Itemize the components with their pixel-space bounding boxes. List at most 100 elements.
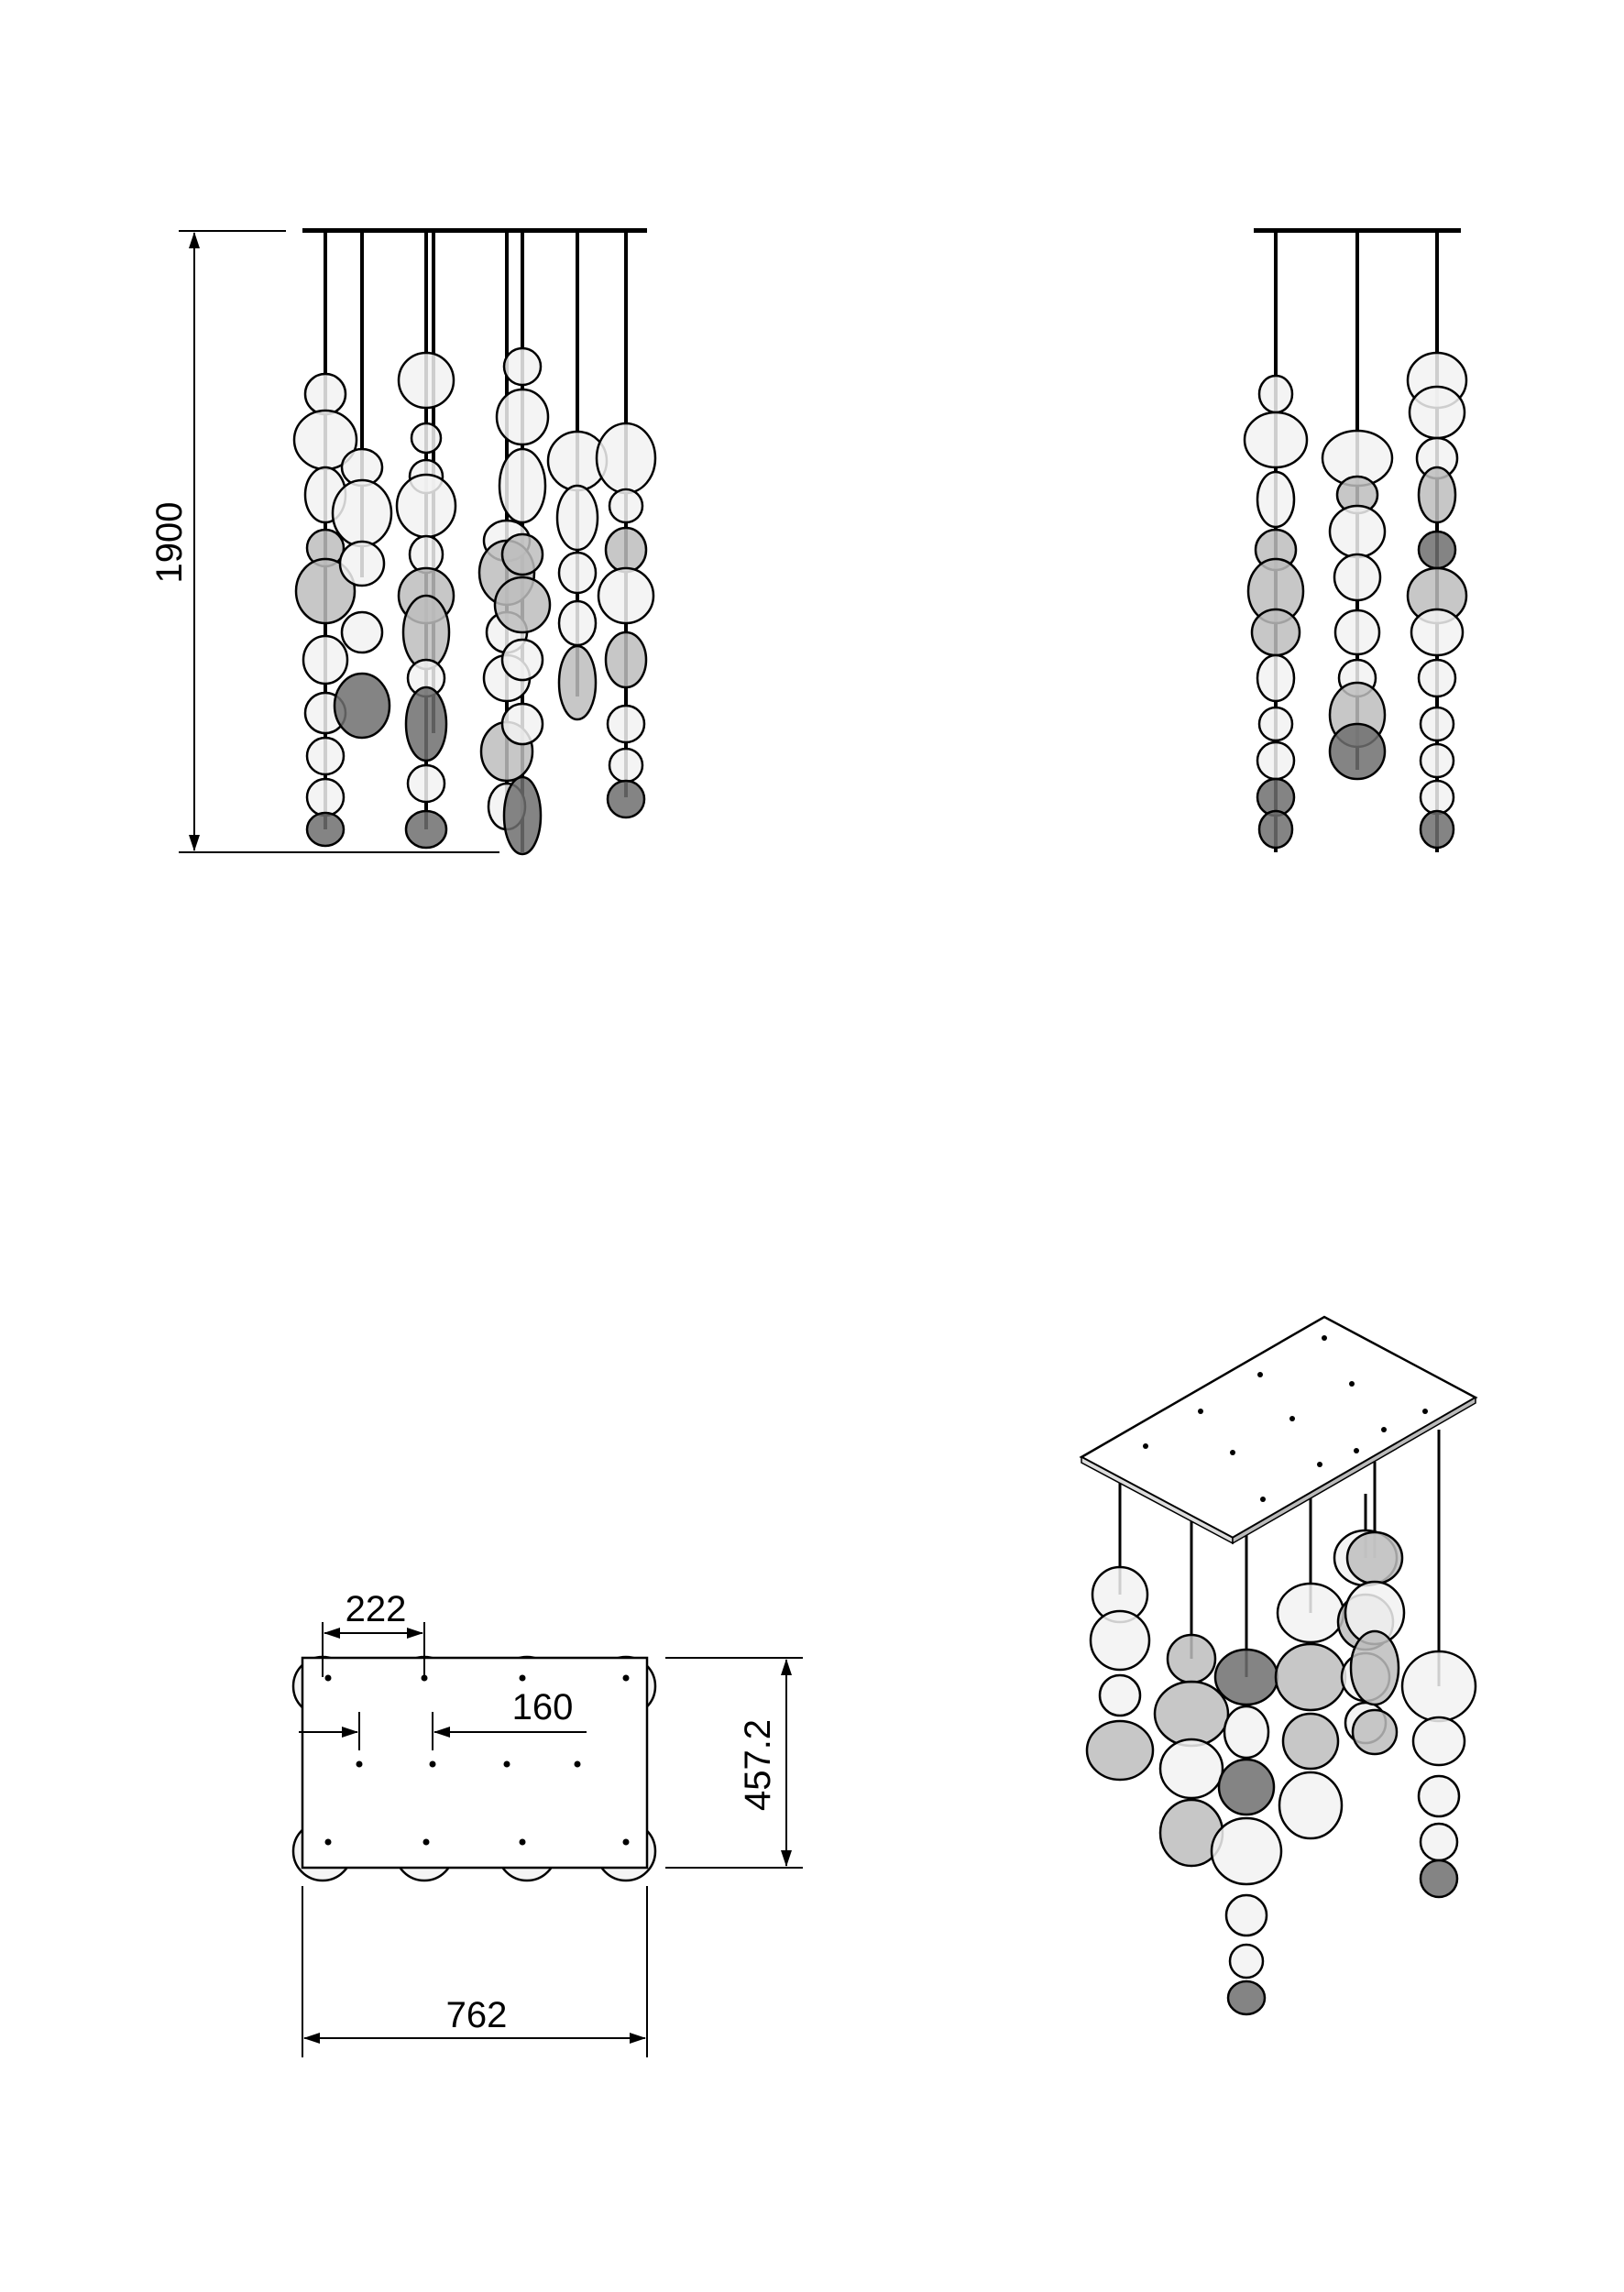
front-glass-bead [340,610,384,654]
offset-dimension: 160 [299,1687,587,1750]
iso-glass-bead [1158,1738,1224,1800]
front-glass-bead [608,747,644,784]
front-glass-bead [404,809,448,850]
side-elevation-view [1243,228,1468,852]
height-dimension-label: 1900 [149,502,190,584]
plan-canopy-outline [301,1656,649,1870]
side-glass-bead [1250,608,1301,657]
iso-glass-bead [1276,1582,1345,1644]
iso-glass-bead [1345,1530,1404,1585]
side-glass-bead [1419,809,1455,850]
iso-glass-bead [1278,1771,1344,1840]
iso-canopy-plate [1079,1315,1478,1540]
iso-canopy-hole [1381,1427,1387,1432]
iso-glass-bead [1400,1650,1477,1723]
iso-glass-beads [1085,1529,1477,2016]
pitch-dimension-label: 222 [346,1589,407,1629]
offset-dimension-label: 160 [512,1687,574,1727]
side-glass-bead [1328,722,1387,781]
isometric-view [1079,1315,1478,2016]
side-glass-bead [1257,706,1294,742]
iso-glass-bead [1417,1774,1461,1818]
depth-dimension-label: 457.2 [738,1719,778,1811]
front-glass-bead [305,777,346,817]
plan-cable-hole [519,1674,526,1682]
plan-cable-hole [421,1674,428,1682]
iso-glass-bead [1281,1712,1340,1771]
iso-glass-bead [1224,1893,1268,1937]
iso-canopy-hole [1354,1448,1359,1453]
plan-cable-hole [324,1674,332,1682]
front-glass-bead [557,644,598,721]
side-glass-bead [1257,374,1294,414]
side-glass-bead [1417,530,1457,570]
front-glass-bead [502,346,543,387]
front-glass-bead [406,763,446,804]
front-glass-bead [606,704,646,744]
front-glass-bead [500,702,544,746]
front-glass-beads [292,346,657,856]
side-glass-bead [1419,706,1455,742]
front-glass-bead [604,526,648,574]
side-glass-bead [1408,385,1466,440]
front-glass-bead [493,576,552,634]
side-canopy-bar [1254,228,1461,233]
iso-glass-bead [1213,1648,1279,1706]
iso-glass-bead [1223,1705,1270,1760]
front-glass-bead [302,634,349,685]
plan-cable-hole [519,1838,526,1846]
iso-glass-bead [1085,1719,1155,1782]
front-glass-bead [338,540,386,587]
front-glass-bead [502,775,543,856]
plan-cable-holes [324,1674,630,1846]
front-glass-bead [608,488,644,524]
plan-cable-hole [622,1838,630,1846]
width-dimension: 762 [302,1886,648,2057]
iso-glass-bead [1228,1943,1265,1979]
front-glass-bead [294,557,357,625]
front-glass-bead [557,599,598,647]
side-glass-bead [1256,470,1296,529]
plan-cable-hole [574,1760,581,1768]
iso-canopy-hole [1260,1497,1266,1502]
side-glass-bead [1333,553,1382,602]
front-glass-bead [303,372,347,416]
front-glass-bead [495,388,550,446]
front-elevation-view: 1900 [149,228,657,856]
iso-glass-bead [1153,1680,1230,1748]
side-glass-bead [1256,740,1296,781]
side-glass-bead [1417,658,1457,698]
iso-canopy-hole [1349,1381,1355,1387]
iso-canopy-hole [1257,1372,1263,1377]
side-glass-bead [1243,411,1309,469]
iso-canopy-edge-side [1232,1396,1476,1545]
front-glass-bead [410,422,443,455]
iso-glass-bead [1166,1633,1217,1684]
iso-glass-bead [1349,1629,1400,1706]
front-glass-bead [500,638,544,682]
iso-canopy-hole [1289,1416,1295,1421]
side-glass-bead [1256,653,1296,703]
iso-glass-bead [1411,1716,1466,1767]
plan-cable-hole [356,1760,363,1768]
front-glass-bead [305,811,346,848]
front-glass-bead [397,351,455,410]
side-glass-bead [1333,609,1381,656]
plan-cable-hole [503,1760,510,1768]
iso-canopy-hole [1317,1462,1322,1467]
iso-canopy-hole [1198,1409,1203,1414]
depth-dimension: 457.2 [665,1657,803,1869]
plan-cable-hole [429,1760,436,1768]
front-glass-bead [395,473,457,539]
front-glass-bead [595,422,657,495]
iso-glass-bead [1089,1609,1151,1672]
iso-canopy-hole [1143,1443,1148,1449]
plan-cable-hole [422,1838,430,1846]
top-plan-view: 222 160 457.2 762 [291,1589,803,2057]
front-glass-bead [331,478,393,548]
side-glass-bead [1410,608,1465,657]
iso-glass-bead [1351,1708,1399,1756]
width-dimension-label: 762 [446,1995,508,2035]
front-glass-bead [604,631,648,689]
